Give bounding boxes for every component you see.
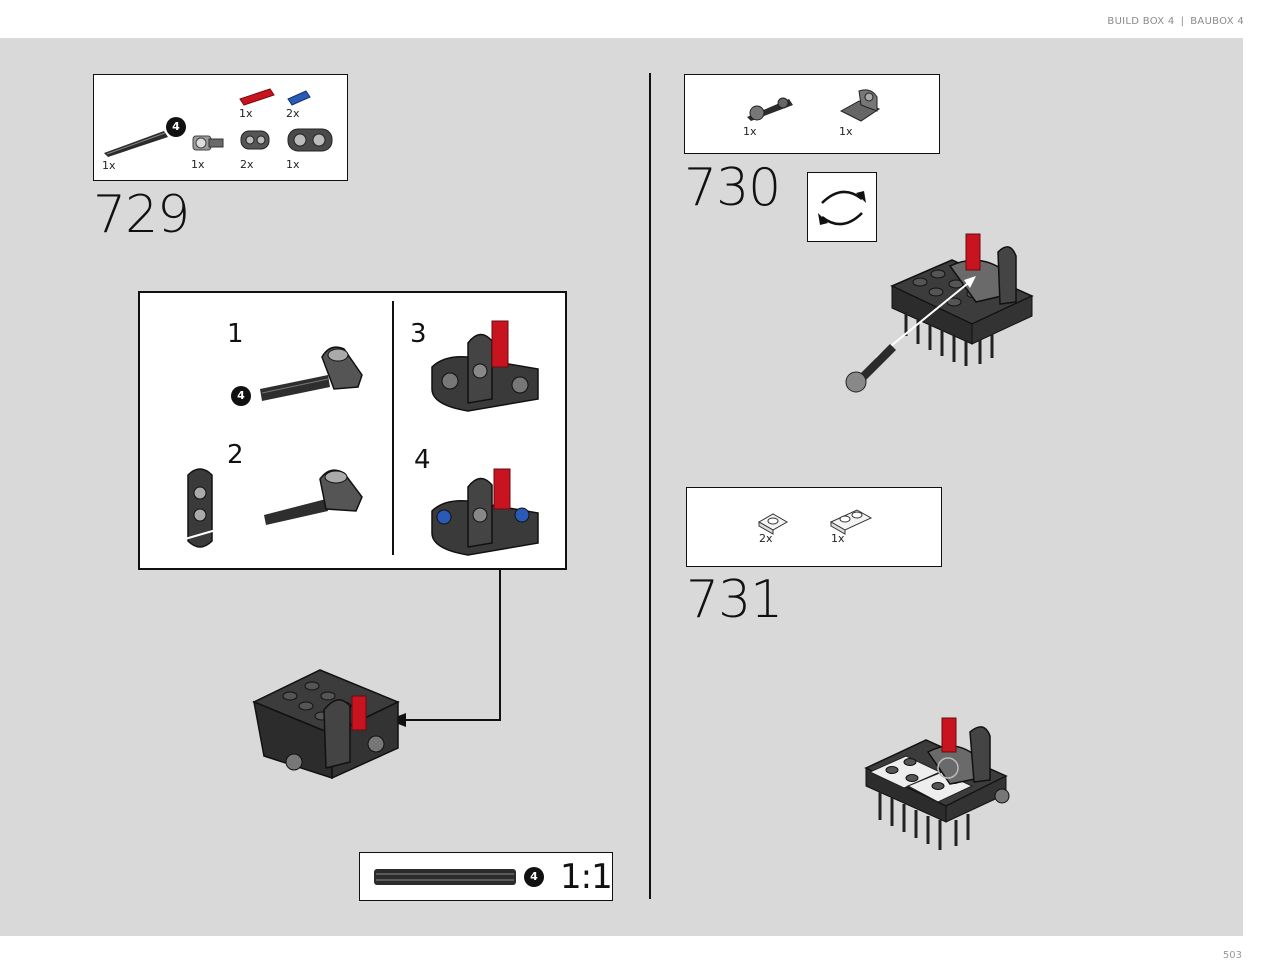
page-number: 503 [1222, 950, 1242, 961]
subassembly-divider [392, 301, 394, 555]
white-plate-1x1-icon [757, 513, 789, 535]
sub-step-3-model [431, 320, 539, 412]
sub-step-2: 2 [227, 440, 244, 470]
qty-pin-axle: 1x [191, 158, 205, 171]
step-731-model [864, 717, 1010, 850]
white-plate-1x2-icon [829, 509, 873, 535]
sub-step-axle-badge: 4 [231, 386, 251, 406]
scale-axle-icon [374, 869, 516, 885]
sub-step-4-model [431, 468, 539, 556]
step-729-result-model [252, 669, 400, 780]
technic-pin-axle-icon [192, 135, 224, 151]
red-axle-short-icon [239, 88, 275, 106]
scale-axle-length-badge: 4 [524, 867, 544, 887]
sub-step-1-model [260, 346, 363, 401]
scale-label: 1:1 [560, 857, 613, 897]
page-header: BUILD BOX 4 | BAUBOX 4 [1107, 16, 1244, 27]
rotate-model-icon [807, 172, 877, 242]
qty-white-plate-1x2: 1x [831, 532, 845, 545]
subassembly-callout: 1 4 2 3 4 [138, 291, 567, 570]
parts-box-729: 1x 4 1x 2x 1x 1x 2x [93, 74, 348, 181]
qty-axle-with-stop: 1x [743, 125, 757, 138]
qty-beam-connector: 2x [240, 158, 254, 171]
parts-box-731: 2x 1x [686, 487, 942, 567]
sub-step-4: 4 [414, 445, 431, 475]
qty-red-axle: 1x [239, 107, 253, 120]
black-axle-long-icon [104, 131, 168, 157]
column-divider [649, 73, 651, 899]
rotate-arrows-icon [818, 190, 866, 226]
scale-reference-box: 4 1:1 [359, 852, 613, 901]
parts-box-730: 1x 1x [684, 74, 940, 154]
qty-white-plate-1x1: 2x [759, 532, 773, 545]
qty-double-beam-connector: 1x [286, 158, 300, 171]
header-separator: | [1180, 16, 1185, 27]
qty-axle-long: 1x [102, 159, 116, 172]
header-build-box: BUILD BOX 4 [1107, 16, 1175, 27]
header-baubox: BAUBOX 4 [1190, 16, 1244, 27]
double-beam-connector-icon [287, 128, 333, 152]
qty-dark-grey-bracket: 1x [839, 125, 853, 138]
step-730-model [845, 233, 1034, 393]
sub-step-3: 3 [410, 319, 427, 349]
qty-blue-pin: 2x [286, 107, 300, 120]
axle-length-badge: 4 [166, 117, 186, 137]
step-number-730: 730 [684, 158, 781, 218]
blue-pin-icon [287, 90, 311, 106]
sub-step-2-model [177, 468, 363, 548]
sub-step-1: 1 [227, 319, 244, 349]
dark-grey-bracket-icon [839, 89, 881, 122]
axle-with-stop-icon [747, 97, 793, 121]
step-number-731: 731 [686, 570, 783, 630]
beam-connector-icon [240, 130, 270, 150]
step-number-729: 729 [93, 185, 190, 245]
